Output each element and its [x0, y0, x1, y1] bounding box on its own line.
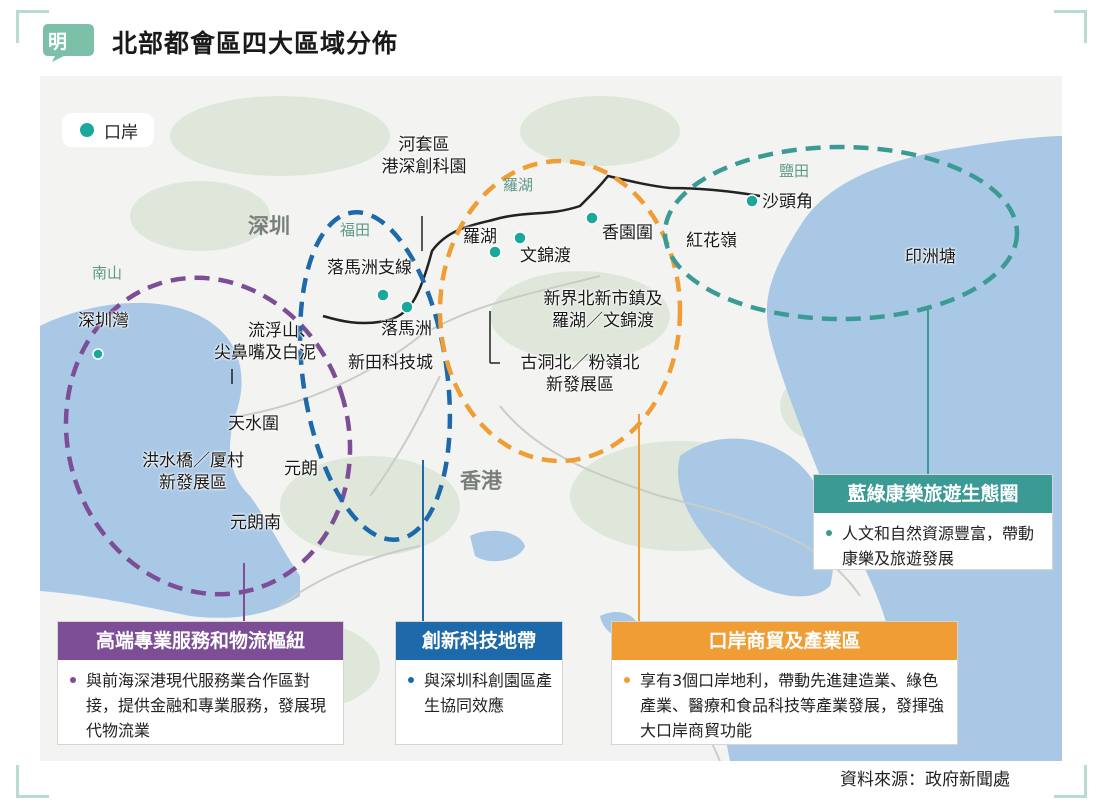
- legend-label: 口岸: [104, 123, 138, 143]
- port-dot-lo-wu: [488, 245, 502, 259]
- frame-corner-bottom-left: [16, 765, 49, 798]
- port-label-heung-yuen-wai: 香園圍: [602, 223, 653, 243]
- port-dot-shenzhen-bay: [92, 348, 104, 360]
- ming-pao-logo-icon: [43, 24, 94, 62]
- port-legend-icon: [80, 123, 94, 137]
- logo-text: 明: [48, 31, 68, 53]
- zone-card-heading: 高端專業服務和物流樞紐: [58, 622, 343, 660]
- zone-card-innovation: 創新科技地帶 與深圳科創園區產生協同效應: [395, 621, 563, 745]
- legend: 口岸: [62, 113, 154, 147]
- place-label-yuen-long-south: 元朗南: [230, 513, 281, 533]
- port-dot-lok-ma-chau: [400, 300, 414, 314]
- place-label-hung-shui-kiu: 洪水橋／厦村 新發展區: [142, 451, 244, 493]
- bullet-icon: [624, 677, 630, 683]
- port-label-shenzhen-bay: 深圳灣: [78, 311, 129, 331]
- place-label-san-tin: 新田科技城: [348, 353, 433, 373]
- zone-card-body: 與前海深港現代服務業合作區對接，提供金融和專業服務，發展現代物流業: [58, 660, 343, 751]
- zone-card-bluegreen: 藍綠康樂旅遊生態圈 人文和自然資源豐富，帶動康樂及旅遊發展: [813, 474, 1053, 570]
- place-label-yan-chau-tong: 印洲塘: [905, 247, 956, 267]
- place-label-tin-shui-wai: 天水圍: [228, 414, 279, 434]
- district-label-futian: 福田: [340, 221, 371, 239]
- district-label-luohu: 羅湖: [503, 176, 534, 194]
- zone-card-heading: 創新科技地帶: [396, 622, 562, 660]
- bullet-icon: [70, 677, 76, 683]
- zone-card-text: 與前海深港現代服務業合作區對接，提供金融和專業服務，發展現代物流業: [86, 671, 327, 740]
- port-dot-heung-yuen-wai: [585, 211, 599, 225]
- zone-outline-bluegreen: [662, 144, 1020, 322]
- zone-card-text: 人文和自然資源豐富，帶動康樂及旅遊發展: [842, 524, 1035, 568]
- zone-outline-port: [437, 158, 683, 464]
- source-credit: 資料來源：政府新聞處: [840, 770, 1010, 790]
- page-title: 北部都會區四大區域分佈: [112, 29, 399, 58]
- mirs-bay-water: [766, 136, 1062, 761]
- leader-lines: [231, 216, 929, 621]
- tolo-harbour-water: [678, 438, 834, 597]
- district-label-nanshan: 南山: [92, 264, 123, 282]
- zone-outline-professional: [63, 275, 353, 597]
- port-label-lok-ma-chau: 落馬洲: [381, 319, 432, 339]
- port-markers: [92, 194, 759, 360]
- zone-card-body: 與深圳科創園區產生協同效應: [396, 660, 562, 726]
- zone-card-text: 與深圳科創園區產生協同效應: [424, 671, 553, 715]
- port-label-lo-wu: 羅湖: [463, 227, 497, 247]
- port-label-man-kam-to: 文錦渡: [520, 246, 571, 266]
- reservoir-water: [470, 530, 525, 562]
- zone-card-heading: 口岸商貿及產業區: [612, 622, 957, 660]
- port-label-sha-tau-kok: 沙頭角: [762, 192, 813, 212]
- place-label-yuen-long: 元朗: [284, 459, 318, 479]
- zone-outlines: [63, 144, 1020, 597]
- city-label-shenzhen: 深圳: [248, 214, 290, 238]
- port-dot-man-kam-to: [513, 231, 527, 245]
- zone-card-port: 口岸商貿及產業區 享有3個口岸地利，帶動先進建造業、綠色產業、醫療和食品科技等產…: [611, 621, 958, 745]
- bullet-icon: [408, 677, 414, 683]
- port-dot-sha-tau-kok: [745, 194, 759, 208]
- zone-card-text: 享有3個口岸地利，帶動先進建造業、綠色產業、醫療和食品科技等產業發展，發揮強大口…: [640, 671, 945, 740]
- zone-card-body: 人文和自然資源豐富，帶動康樂及旅遊發展: [814, 513, 1052, 579]
- place-label-loop: 河套區 港深創科園: [381, 135, 467, 177]
- zone-card-body: 享有3個口岸地利，帶動先進建造業、綠色產業、醫療和食品科技等產業發展，發揮強大口…: [612, 660, 957, 751]
- zone-card-professional: 高端專業服務和物流樞紐 與前海深港現代服務業合作區對接，提供金融和專業服務，發展…: [57, 621, 344, 745]
- district-label-yantian: 鹽田: [779, 162, 810, 180]
- frame-corner-bottom-right: [1054, 765, 1087, 798]
- port-dot-lok-ma-chau-spur: [376, 288, 390, 302]
- place-label-hung-fa-leng: 紅花嶺: [686, 231, 737, 251]
- border-line: [322, 174, 761, 325]
- place-label-kwu-tung: 古洞北／粉嶺北 新發展區: [520, 353, 640, 395]
- shenzhen-bay-water: [40, 302, 300, 618]
- bullet-icon: [826, 530, 832, 536]
- frame-corner-top-left: [16, 10, 49, 43]
- zone-card-heading: 藍綠康樂旅遊生態圈: [814, 475, 1052, 513]
- frame-corner-top-right: [1054, 10, 1087, 43]
- city-label-hongkong: 香港: [460, 469, 502, 493]
- place-label-lau-fau-shan: 流浮山、 尖鼻嘴及白泥: [214, 321, 316, 363]
- port-label-lok-ma-chau-spur: 落馬洲支線: [327, 258, 412, 278]
- place-label-nt-north: 新界北新市鎮及 羅湖／文錦渡: [543, 289, 663, 331]
